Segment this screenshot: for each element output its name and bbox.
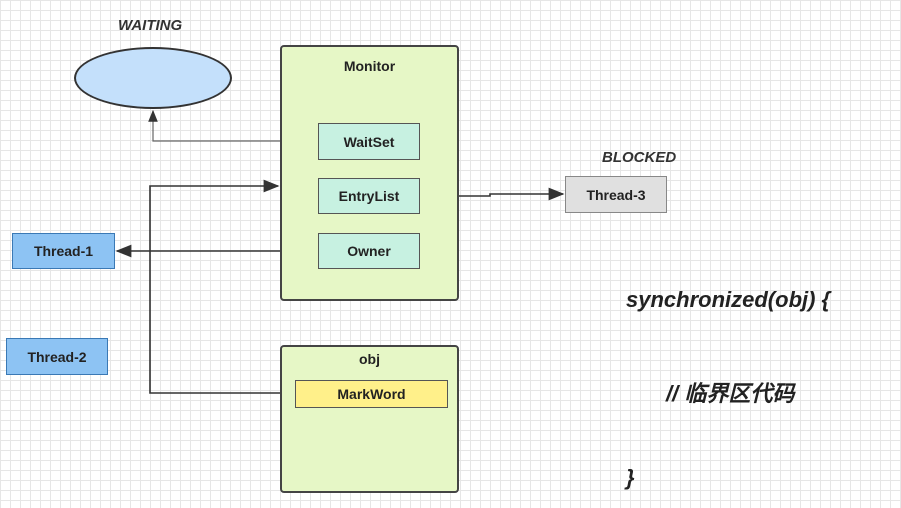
owner-box: Owner [318, 233, 420, 269]
blocked-label: BLOCKED [602, 149, 677, 166]
obj-container: obj [280, 345, 459, 493]
code-line-comment: // 临界区代码 [666, 381, 795, 406]
markword-to-monitor-arrow [149, 179, 295, 394]
thread-2-box: Thread-2 [6, 338, 108, 375]
code-line-synchronized: synchronized(obj) { [626, 287, 831, 312]
thread-1-box: Thread-1 [12, 233, 115, 269]
waiting-ellipse [74, 47, 232, 109]
monitor-title: Monitor [343, 58, 396, 74]
markword-box: MarkWord [295, 380, 448, 408]
obj-title: obj [359, 351, 380, 367]
entrylist-box: EntryList [318, 178, 420, 214]
waiting-label: WAITING [118, 17, 183, 34]
waitset-to-waiting-arrow [148, 109, 318, 142]
thread-3-box: Thread-3 [565, 176, 667, 213]
waitset-box: WaitSet [318, 123, 420, 160]
code-line-closing-brace: } [626, 465, 635, 490]
